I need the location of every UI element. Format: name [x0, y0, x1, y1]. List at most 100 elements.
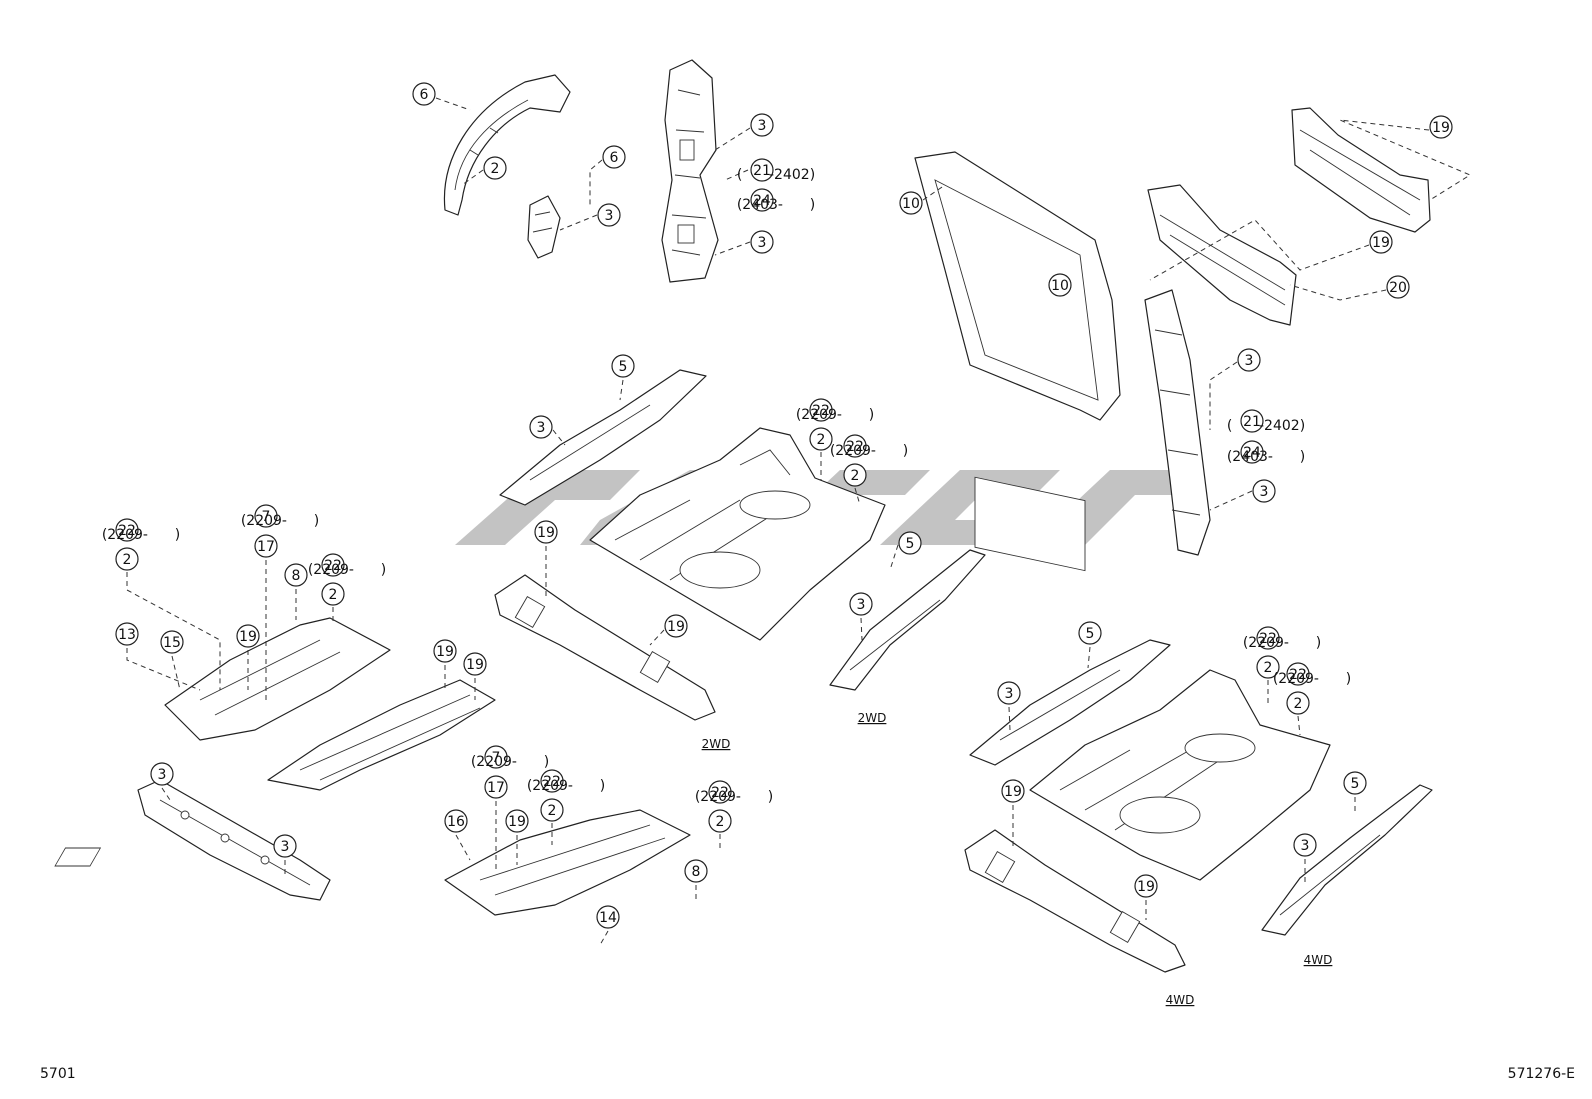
part-dash-crossmember — [137, 779, 331, 901]
callout-15: 15 — [160, 630, 184, 654]
callout-circle — [115, 518, 139, 542]
callout-19: 19 — [1429, 115, 1453, 139]
callout-number: 5 — [619, 359, 628, 375]
variant-label-4wd: 4WD — [1166, 993, 1195, 1007]
callout-number: 22 — [812, 403, 830, 419]
callout-22: 22(2209- ) — [1243, 626, 1321, 651]
callout-circle — [1256, 626, 1280, 650]
callout-circle — [750, 158, 774, 182]
callout-date-range: (2209- ) — [1273, 671, 1351, 687]
callout-22: 22(2209- ) — [102, 518, 180, 543]
callout-22: 22(2209- ) — [527, 769, 605, 794]
part-wheelhouse-inner — [527, 195, 561, 259]
part-front-floor-pan — [164, 617, 391, 741]
callout-number: 6 — [610, 150, 619, 166]
callout-19: 19 — [433, 639, 457, 663]
callout-3: 3 — [273, 834, 297, 858]
callout-19: 19 — [1001, 779, 1025, 803]
callout-circle — [115, 622, 139, 646]
callout-date-range: (2209- ) — [527, 778, 605, 794]
callout-circle — [160, 630, 184, 654]
callout-number: 2 — [1264, 660, 1273, 676]
callout-3: 3 — [150, 762, 174, 786]
callout-21: 21( -2402) — [1227, 409, 1305, 434]
callout-circle — [596, 905, 620, 929]
callout-circle — [1134, 874, 1158, 898]
callout-circle — [809, 427, 833, 451]
callout-circle — [1286, 691, 1310, 715]
callout-21: 21( -2402) — [737, 158, 815, 183]
callout-circle — [684, 859, 708, 883]
callout-number: 21 — [1243, 414, 1261, 430]
callout-8: 8 — [684, 859, 708, 883]
callout-circle — [483, 156, 507, 180]
part-frame-rail-4wd — [1261, 784, 1433, 936]
callout-2: 2 — [540, 798, 564, 822]
callout-number: 3 — [1260, 484, 1269, 500]
callout-number: 8 — [292, 568, 301, 584]
callout-3: 3 — [750, 113, 774, 137]
callout-3: 3 — [1293, 833, 1317, 857]
callout-7: 7(2209- ) — [471, 745, 549, 770]
callout-number: 22 — [543, 774, 561, 790]
callout-3: 3 — [750, 230, 774, 254]
callout-number: 22 — [324, 558, 342, 574]
callout-number: 7 — [492, 750, 501, 766]
callout-number: 2 — [548, 803, 557, 819]
callout-number: 3 — [605, 208, 614, 224]
part-back-door-opening-panel — [914, 151, 1121, 572]
callout-circle — [540, 798, 564, 822]
variant-label-2wd: 2WD — [858, 711, 887, 725]
callout-circle — [505, 809, 529, 833]
callout-2: 2 — [809, 427, 833, 451]
callout-number: 15 — [163, 635, 181, 651]
callout-circle — [1078, 621, 1102, 645]
callout-date-range: (2403- ) — [737, 197, 815, 213]
callout-number: 19 — [667, 619, 685, 635]
callout-circle — [809, 398, 833, 422]
callout-number: 19 — [239, 629, 257, 645]
callout-24: 24(2403- ) — [737, 188, 815, 213]
callout-circle — [750, 113, 774, 137]
callout-number: 17 — [487, 780, 505, 796]
callout-3: 3 — [849, 592, 873, 616]
callout-number: 22 — [1259, 631, 1277, 647]
callout-number: 5 — [1086, 626, 1095, 642]
callout-date-range: (2209- ) — [695, 789, 773, 805]
callout-date-range: (2209- ) — [241, 513, 319, 529]
callout-number: 6 — [420, 87, 429, 103]
callout-6: 6 — [412, 82, 436, 106]
part-back-panel-lower — [1147, 184, 1297, 326]
callout-number: 17 — [257, 539, 275, 555]
callout-number: 8 — [692, 864, 701, 880]
callout-number: 5 — [1351, 776, 1360, 792]
callout-22: 22(2209- ) — [695, 780, 773, 805]
callout-circle — [843, 463, 867, 487]
callout-2: 2 — [1256, 655, 1280, 679]
callout-circle — [1240, 409, 1264, 433]
callout-number: 3 — [857, 597, 866, 613]
callout-number: 3 — [537, 420, 546, 436]
callout-circle — [611, 354, 635, 378]
callout-circle — [236, 624, 260, 648]
callout-date-range: (2209- ) — [830, 443, 908, 459]
callout-circle — [708, 809, 732, 833]
callout-number: 19 — [1137, 879, 1155, 895]
callout-22: 22(2209- ) — [308, 553, 386, 578]
callout-date-range: (2209- ) — [471, 754, 549, 770]
callout-number: 2 — [851, 468, 860, 484]
callout-number: 2 — [123, 552, 132, 568]
callout-20: 20 — [1386, 275, 1410, 299]
callout-number: 2 — [817, 432, 826, 448]
callout-date-range: ( -2402) — [1227, 418, 1305, 434]
part-front-floor-pan-lower — [54, 809, 691, 916]
callout-date-range: (2209- ) — [796, 407, 874, 423]
callout-2: 2 — [321, 582, 345, 606]
callout-circle — [664, 614, 688, 638]
callout-date-range: ( -2402) — [737, 167, 815, 183]
callout-number: 14 — [599, 910, 617, 926]
callout-number: 3 — [1301, 838, 1310, 854]
callout-number: 3 — [281, 839, 290, 855]
callout-17: 17 — [254, 534, 278, 558]
